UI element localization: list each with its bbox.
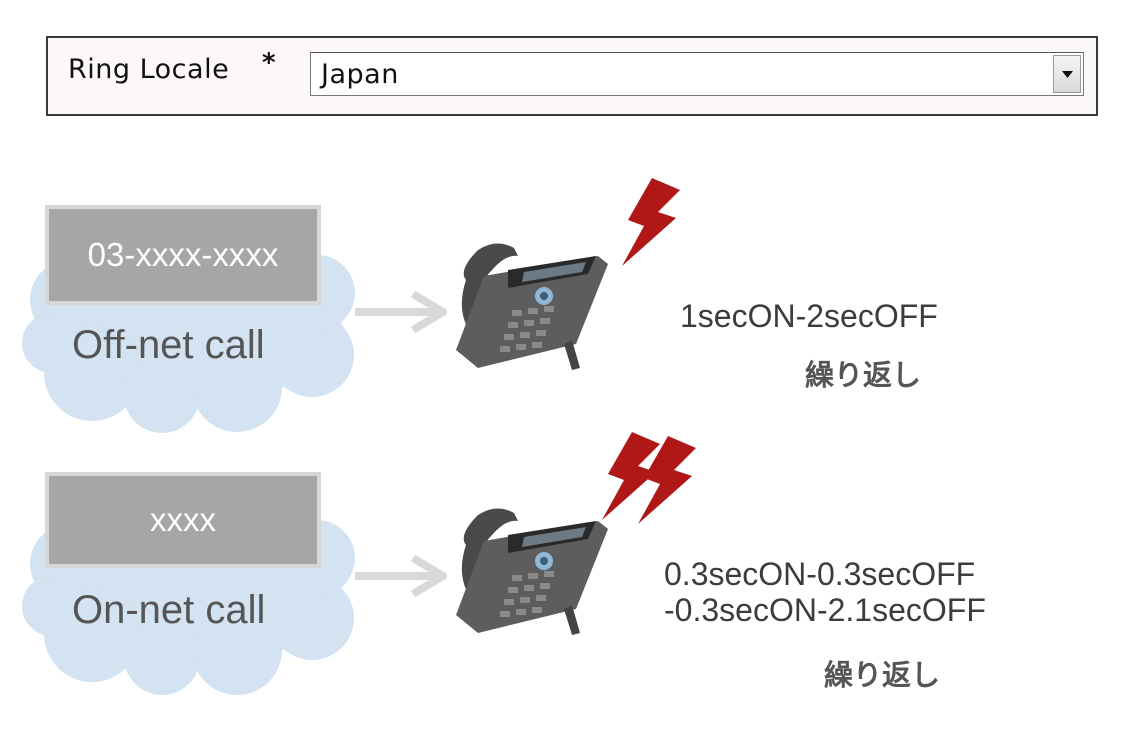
offnet-number-box: 03-xxxx-xxxx bbox=[45, 205, 321, 305]
offnet-call-label: Off-net call bbox=[72, 323, 265, 367]
onnet-number-box: xxxx bbox=[45, 472, 321, 568]
onnet-call-label: On-net call bbox=[72, 588, 266, 632]
offnet-repeat-label: 繰り返し bbox=[805, 358, 922, 392]
offnet-ring-pattern: 1secON-2secOFF bbox=[680, 298, 938, 334]
onnet-ring-pattern-line2: -0.3secON-2.1secOFF bbox=[664, 592, 986, 628]
required-asterisk: * bbox=[262, 48, 276, 78]
dropdown-arrow-button[interactable] bbox=[1053, 55, 1081, 93]
ring-locale-value: Japan bbox=[321, 59, 399, 90]
onnet-arrow-icon bbox=[355, 554, 447, 598]
chevron-down-icon bbox=[1062, 71, 1073, 78]
ring-bolt-icon bbox=[622, 178, 680, 266]
onnet-ring-pattern-line1: 0.3secON-0.3secOFF bbox=[664, 556, 976, 592]
ring-locale-select[interactable]: Japan bbox=[310, 52, 1084, 96]
ring-bolt-icon bbox=[602, 432, 660, 520]
ring-locale-label: Ring Locale bbox=[68, 54, 230, 85]
ring-bolt-icon bbox=[638, 436, 696, 524]
onnet-number: xxxx bbox=[150, 501, 216, 538]
offnet-arrow-icon bbox=[355, 290, 447, 334]
offnet-number: 03-xxxx-xxxx bbox=[87, 236, 279, 273]
onnet-repeat-label: 繰り返し bbox=[824, 658, 941, 692]
offnet-desk-phone-icon bbox=[456, 243, 608, 370]
onnet-desk-phone-icon bbox=[456, 508, 608, 635]
onnet-ring-pattern: 0.3secON-0.3secOFF -0.3secON-2.1secOFF bbox=[664, 556, 986, 628]
ring-locale-panel: Ring Locale * Japan bbox=[46, 36, 1098, 116]
